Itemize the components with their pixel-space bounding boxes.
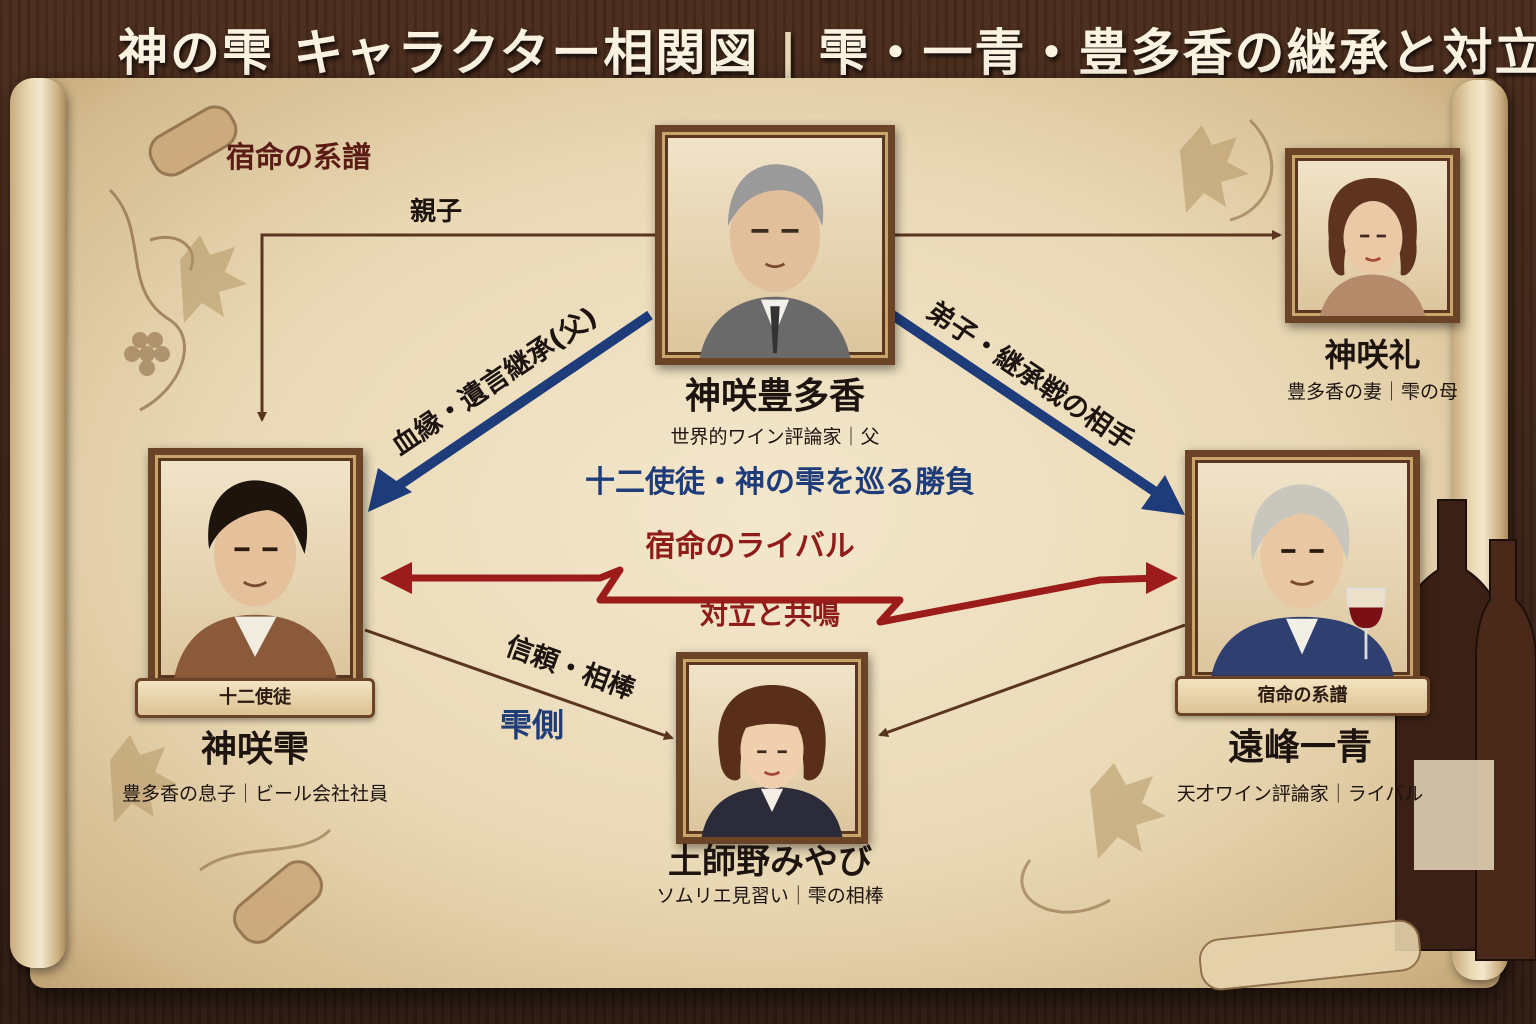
oyako-label: 親子 — [410, 197, 463, 227]
role-miyabi: ソムリエ見習い｜雫の相棒 — [656, 885, 884, 907]
name-rei: 神咲礼 — [1324, 336, 1421, 374]
issei-miyabi-arrow — [878, 623, 1186, 737]
role-rei: 豊多香の妻｜雫の母 — [1286, 381, 1458, 403]
young-man-portrait-icon — [173, 480, 338, 681]
role-toyotaka: 世界的ワイン評論家｜父 — [670, 426, 880, 448]
grape-leaf-icon — [110, 125, 1249, 859]
rolled-paper-icon — [1198, 919, 1422, 991]
silver-haired-man-portrait-icon — [1210, 484, 1395, 678]
ribbon-issei: 宿命の系譜 — [1175, 676, 1430, 716]
blood-inheritance-arrow — [368, 310, 653, 512]
portrait-issei — [1185, 450, 1420, 685]
wine-bottles-icon — [1395, 499, 1536, 961]
name-miyabi: 土師野みやび — [668, 842, 872, 882]
conflict-label: 対立と共鳴 — [699, 598, 840, 631]
grape-cluster-icon — [124, 332, 170, 376]
portrait-shizuku — [148, 448, 363, 688]
role-issei: 天才ワイン評論家｜ライバル — [1176, 783, 1424, 805]
rival-label: 宿命のライバル — [645, 529, 855, 564]
name-issei: 遠峰一青 — [1227, 727, 1372, 768]
scroll-roll-left — [10, 78, 66, 968]
portrait-toyotaka — [655, 125, 895, 365]
disciple-arrow — [885, 307, 1185, 515]
battle-label: 十二使徒・神の雫を巡る勝負 — [585, 465, 975, 500]
portrait-rei — [1285, 148, 1460, 323]
side-label: 雫側 — [500, 706, 565, 744]
trust-arrow — [364, 628, 674, 741]
cork-icon — [148, 105, 324, 944]
rivalry-arrow — [380, 562, 1178, 626]
oyako-arrow — [257, 233, 655, 422]
vine-curl-icon — [199, 118, 1274, 914]
portrait-miyabi — [676, 652, 868, 844]
woman-portrait-icon — [1319, 178, 1426, 316]
ribbon-shizuku: 十二使徒 — [135, 678, 375, 718]
lineage-label: 宿命の系譜 — [226, 140, 372, 174]
name-shizuku: 神咲雫 — [200, 729, 309, 770]
older-man-portrait-icon — [699, 164, 851, 358]
role-shizuku: 豊多香の息子｜ビール会社社員 — [121, 783, 388, 805]
young-woman-portrait-icon — [701, 684, 843, 837]
page-title: 神の雫 キャラクター相関図 | 雫・一青・豊多香の継承と対立 — [118, 24, 1536, 82]
name-toyotaka: 神咲豊多香 — [684, 376, 865, 417]
